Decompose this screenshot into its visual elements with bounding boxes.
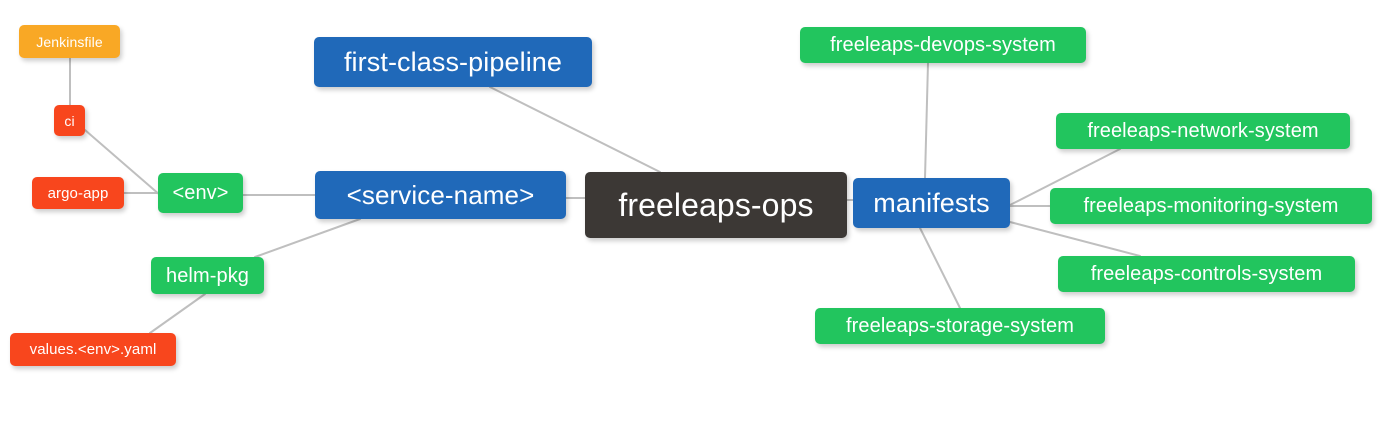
node-label-ci: ci: [64, 112, 75, 129]
node-label-freeleaps-devops-system: freeleaps-devops-system: [830, 34, 1056, 56]
node-label-freeleaps-monitoring-system: freeleaps-monitoring-system: [1083, 195, 1339, 217]
node-helm-pkg[interactable]: helm-pkg: [151, 257, 264, 294]
node-label-helm-pkg: helm-pkg: [165, 264, 250, 287]
edge-freeleaps-devops-system-to-manifests: [924, 62, 929, 179]
node-label-manifests: manifests: [873, 187, 990, 218]
node-label-service-name: <service-name>: [346, 180, 535, 210]
edge-helm-pkg-to-service-name: [254, 218, 361, 258]
node-service-name[interactable]: <service-name>: [315, 171, 566, 219]
node-freeleaps-storage-system[interactable]: freeleaps-storage-system: [815, 308, 1105, 344]
edge-first-class-pipeline-to-freeleaps-ops: [489, 86, 661, 173]
node-freeleaps-controls-system[interactable]: freeleaps-controls-system: [1058, 256, 1355, 292]
edge-manifests-to-freeleaps-controls-system: [1009, 221, 1141, 257]
node-freeleaps-devops-system[interactable]: freeleaps-devops-system: [800, 27, 1086, 63]
node-env[interactable]: <env>: [158, 173, 243, 213]
node-label-argo-app: argo-app: [47, 184, 109, 202]
node-label-freeleaps-controls-system: freeleaps-controls-system: [1090, 263, 1323, 285]
node-ci[interactable]: ci: [54, 105, 85, 136]
node-label-values-yaml: values.<env>.yaml: [29, 341, 157, 358]
node-jenkinsfile[interactable]: Jenkinsfile: [19, 25, 120, 58]
edge-manifests-to-freeleaps-network-system: [1009, 148, 1121, 206]
node-label-freeleaps-storage-system: freeleaps-storage-system: [845, 315, 1075, 337]
node-values-yaml[interactable]: values.<env>.yaml: [10, 333, 176, 366]
node-freeleaps-ops[interactable]: freeleaps-ops: [585, 172, 847, 238]
node-first-class-pipeline[interactable]: first-class-pipeline: [314, 37, 592, 87]
node-label-first-class-pipeline: first-class-pipeline: [343, 46, 563, 77]
node-freeleaps-network-system[interactable]: freeleaps-network-system: [1056, 113, 1350, 149]
node-freeleaps-monitoring-system[interactable]: freeleaps-monitoring-system: [1050, 188, 1372, 224]
edge-manifests-to-freeleaps-storage-system: [919, 227, 961, 309]
edge-values-yaml-to-helm-pkg: [149, 293, 206, 334]
node-manifests[interactable]: manifests: [853, 178, 1010, 228]
node-label-jenkinsfile: Jenkinsfile: [36, 33, 103, 50]
node-label-freeleaps-network-system: freeleaps-network-system: [1087, 120, 1319, 142]
node-argo-app[interactable]: argo-app: [32, 177, 124, 209]
node-label-env: <env>: [172, 182, 229, 204]
edge-ci-to-env: [84, 129, 161, 196]
node-label-freeleaps-ops: freeleaps-ops: [618, 187, 814, 223]
